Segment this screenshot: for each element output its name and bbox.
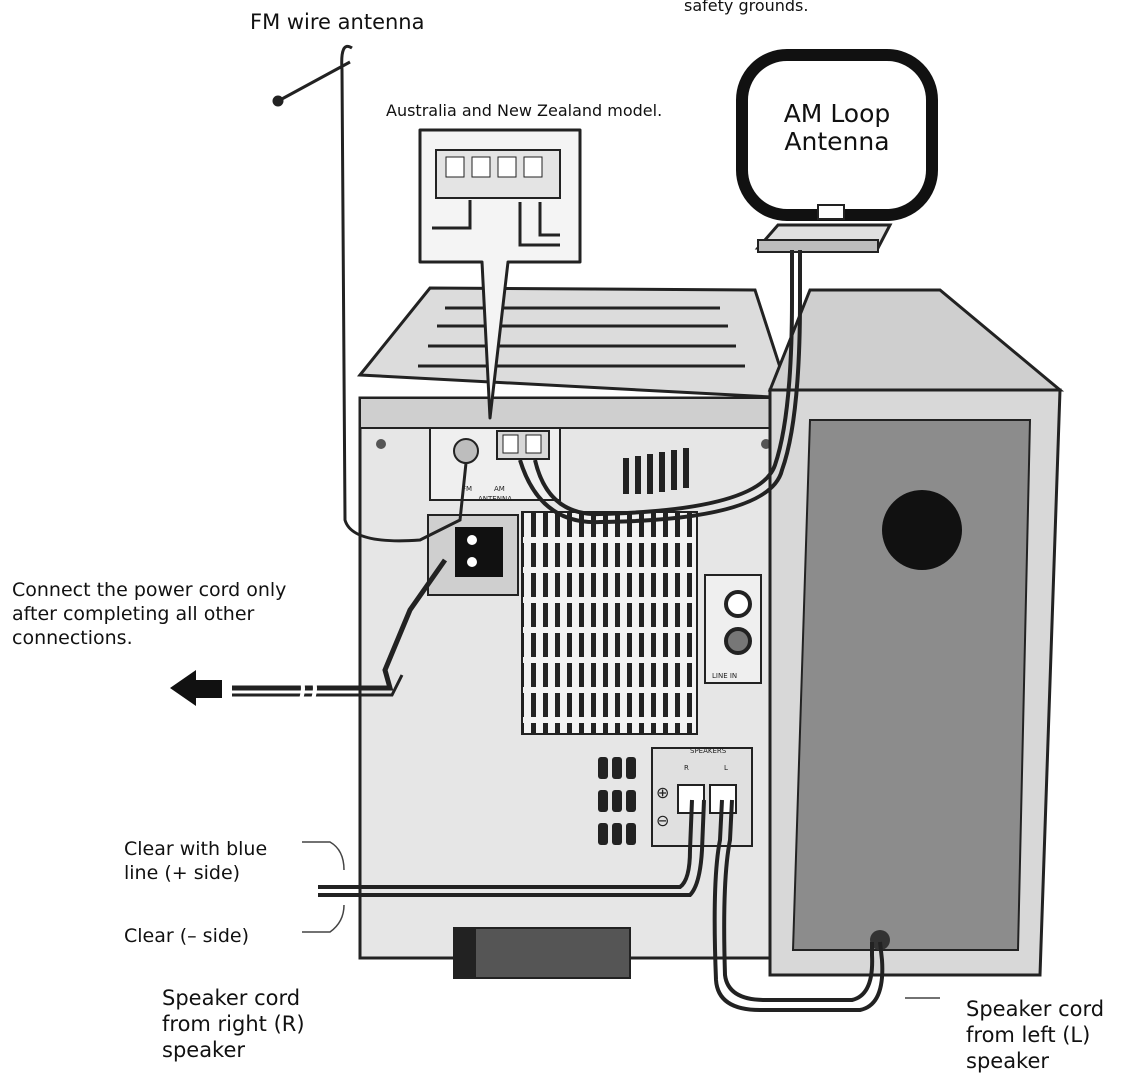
speaker-cord-left-label: Speaker cord from left (L) speaker — [966, 996, 1104, 1074]
label-l: L — [724, 764, 728, 772]
heatsink-grille — [521, 511, 698, 735]
clear-minus-label: Clear (– side) — [124, 925, 250, 947]
region-model-note: Australia and New Zealand model. — [386, 101, 663, 120]
power-cord-note: Connect the power cord only after comple… — [12, 578, 286, 650]
clear-blue-label: Clear with blue line (+ side) — [124, 837, 267, 885]
am-loop-cable — [518, 250, 802, 525]
label-antenna: ANTENNA — [478, 495, 512, 503]
vent-slots-lower — [598, 757, 636, 845]
label-speakers: SPEAKERS — [690, 747, 727, 755]
cord-left-line2: from left (L) — [966, 1023, 1091, 1047]
main-unit — [356, 286, 793, 979]
fm-jack — [453, 438, 479, 464]
speaker-terminal-left — [870, 930, 890, 950]
clear-blue-line2: line (+ side) — [124, 862, 241, 884]
power-note-line1: Connect the power cord only — [12, 579, 287, 601]
unit-foot — [453, 927, 631, 979]
cord-right-line1: Speaker cord — [162, 986, 301, 1010]
safety-note-partial: safety grounds. — [684, 0, 809, 15]
minus-symbol: ⊖ — [656, 811, 669, 830]
region-inset — [418, 128, 582, 420]
fm-antenna-label: FM wire antenna — [250, 10, 425, 34]
wires — [170, 44, 885, 1012]
cord-left-line3: speaker — [966, 1049, 1050, 1073]
speaker-cord-left — [712, 799, 885, 1012]
speaker-cord-right-label: Speaker cord from right (R) speaker — [162, 985, 305, 1063]
label-r: R — [684, 764, 689, 772]
vent-slots-upper — [623, 448, 689, 494]
fm-wire — [279, 44, 468, 543]
am-loop-antenna — [736, 49, 938, 253]
am-loop-line2: Antenna — [784, 127, 890, 156]
power-arrow — [170, 670, 222, 706]
speaker-cord-right — [318, 799, 694, 889]
power-socket — [455, 527, 503, 577]
speaker-cabinet — [767, 288, 1065, 977]
clear-blue-line1: Clear with blue — [124, 838, 268, 860]
am-loop-line1: AM Loop — [783, 99, 891, 128]
cord-left-line1: Speaker cord — [966, 997, 1105, 1021]
pointer-lines — [302, 841, 940, 999]
bass-reflex-port — [882, 490, 962, 570]
label-line-in: LINE IN — [712, 672, 737, 680]
plus-symbol: ⊕ — [656, 783, 669, 802]
am-loop-label: AM Loop Antenna — [747, 100, 927, 156]
power-cord — [232, 558, 448, 691]
label-fm: FM — [462, 485, 472, 493]
power-note-line3: connections. — [12, 627, 133, 649]
power-note-line2: after completing all other — [12, 603, 255, 625]
cord-right-line2: from right (R) — [162, 1012, 305, 1036]
cord-right-line3: speaker — [162, 1038, 246, 1062]
panel-labels: FM AM ANTENNA SPEAKERS R L LINE IN — [462, 485, 737, 772]
label-am: AM — [494, 485, 505, 493]
unit-top — [356, 286, 793, 400]
